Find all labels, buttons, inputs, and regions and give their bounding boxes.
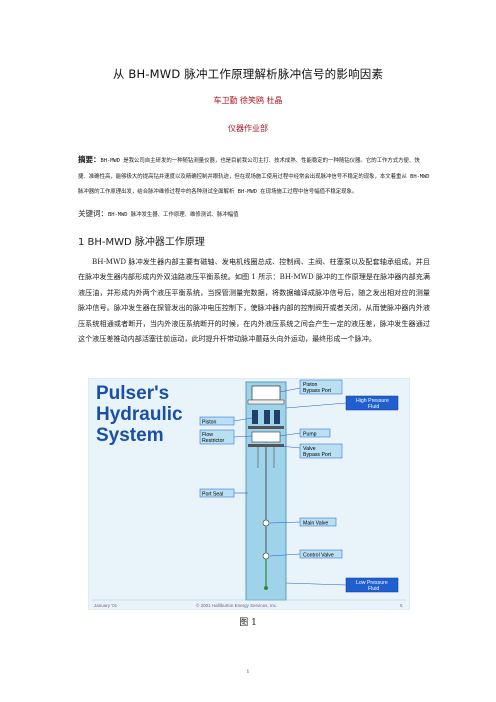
separator-2 bbox=[248, 444, 284, 447]
label-control-valve: Control Valve bbox=[269, 549, 343, 559]
figure-footer-center: © 2001 Halliburton Energy Services, Inc. bbox=[196, 602, 277, 608]
figure-caption: 图 1 bbox=[239, 618, 257, 628]
abstract-text: BH-MWD 是我公司自主研发的一种随钻测量仪器，也是目前我公司主打、技术成熟、… bbox=[78, 158, 430, 195]
svg-text:Flow: Flow bbox=[202, 432, 213, 438]
piston-chamber-right bbox=[274, 410, 280, 424]
piston-chamber-mid bbox=[264, 410, 270, 424]
authors: 车卫勤 徐笑鸥 杜晶 bbox=[213, 96, 283, 105]
piston-plate bbox=[247, 399, 285, 405]
svg-text:Pump: Pump bbox=[303, 432, 317, 438]
section-body: BH-MWD 脉冲发生器内部主要有磁轴、发电机线圈总成、控制阀、主阀、柱塞泵以及… bbox=[78, 257, 430, 344]
document-title: 从 BH-MWD 脉冲工作原理解析脉冲信号的影响因素 bbox=[112, 67, 384, 81]
hydraulic-system-figure: Pulser's Hydraulic System Piston Flow Re… bbox=[87, 377, 411, 611]
figure-footer-right: 5 bbox=[400, 603, 403, 608]
figure-title-1: Pulser's bbox=[96, 383, 169, 404]
svg-text:Control Valve: Control Valve bbox=[303, 553, 334, 559]
figure-title-3: System bbox=[96, 425, 164, 446]
main-valve-ball bbox=[262, 519, 270, 527]
svg-text:Restrictor: Restrictor bbox=[202, 438, 224, 444]
piston-top bbox=[251, 385, 281, 401]
figure-footer-left: January '01 bbox=[94, 603, 118, 608]
figure-title-2: Hydraulic bbox=[96, 404, 183, 425]
label-piston-bypass: Piston Bypass Port bbox=[279, 379, 343, 395]
keywords-label: 关键词： bbox=[78, 209, 108, 218]
abstract: 摘要：BH-MWD 是我公司自主研发的一种随钻测量仪器，也是目前我公司主打、技术… bbox=[78, 152, 430, 201]
svg-text:Main Valve: Main Valve bbox=[303, 521, 328, 527]
svg-text:Port Seal: Port Seal bbox=[202, 492, 223, 498]
page-number: 1 bbox=[246, 669, 250, 675]
piston-chamber-left bbox=[252, 410, 258, 424]
svg-text:Piston: Piston bbox=[202, 420, 217, 426]
label-flow-restrictor: Flow Restrictor bbox=[199, 429, 253, 445]
figure-svg: Pulser's Hydraulic System Piston Flow Re… bbox=[87, 377, 411, 611]
label-piston: Piston bbox=[199, 416, 253, 426]
label-high-pressure: High Pressure Fluid bbox=[285, 395, 399, 411]
control-rod-end bbox=[264, 586, 268, 590]
svg-text:Bypass Port: Bypass Port bbox=[303, 452, 332, 458]
organization: 仪器作业部 bbox=[228, 124, 268, 133]
abstract-label: 摘要： bbox=[78, 155, 101, 164]
pump-block bbox=[251, 431, 281, 443]
section-heading: 1 BH-MWD 脉冲器工作原理 bbox=[78, 237, 205, 248]
keywords-text: BH-MWD 脉冲发生器、工作原理、维修测试、脉冲幅值 bbox=[108, 212, 239, 218]
label-valve-bypass: Valve Bypass Port bbox=[279, 443, 343, 459]
svg-text:Fluid: Fluid bbox=[368, 404, 379, 410]
svg-text:Bypass Port: Bypass Port bbox=[303, 388, 332, 394]
svg-text:Fluid: Fluid bbox=[368, 586, 379, 592]
svg-text:Piston: Piston bbox=[303, 382, 318, 388]
label-port-seal: Port Seal bbox=[199, 488, 248, 498]
control-valve-ball bbox=[262, 552, 270, 560]
svg-text:High Pressure: High Pressure bbox=[356, 398, 389, 404]
label-main-valve: Main Valve bbox=[269, 517, 337, 527]
svg-text:Valve: Valve bbox=[303, 446, 316, 452]
label-pump: Pump bbox=[279, 428, 331, 438]
keywords: 关键词：BH-MWD 脉冲发生器、工作原理、维修测试、脉冲幅值 bbox=[78, 208, 430, 219]
label-low-pressure: Low Pressure Fluid bbox=[285, 577, 399, 593]
separator-1 bbox=[248, 426, 284, 429]
svg-text:Low Pressure: Low Pressure bbox=[356, 580, 388, 586]
